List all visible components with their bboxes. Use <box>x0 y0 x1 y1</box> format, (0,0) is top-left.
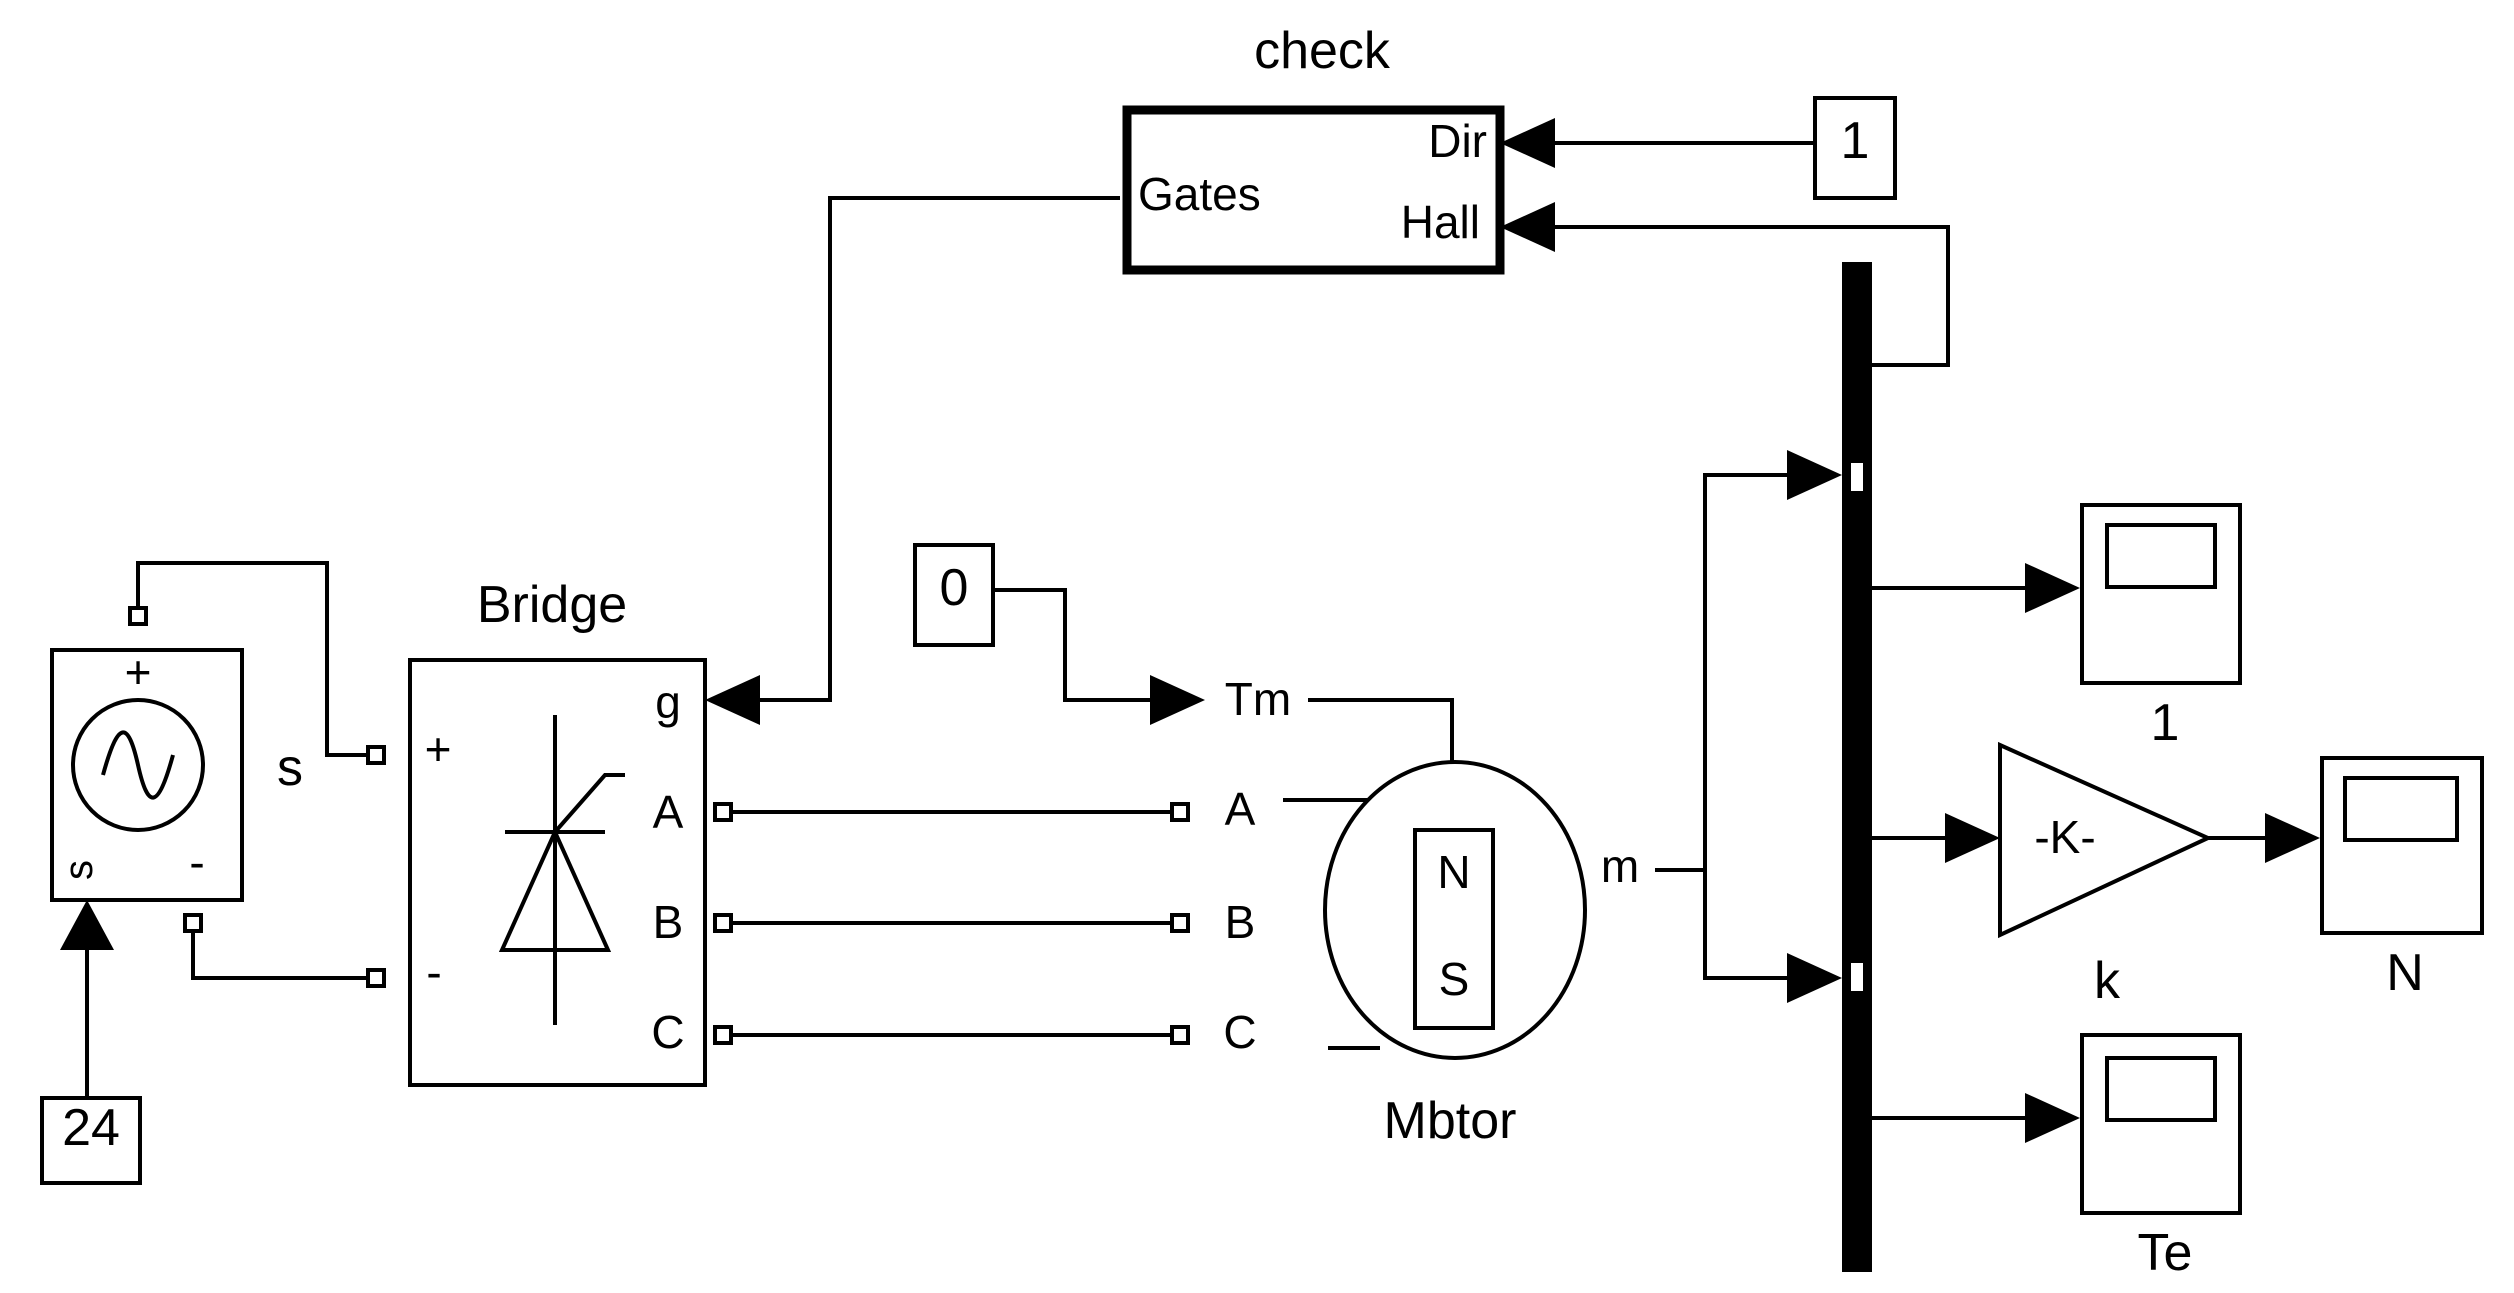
motor-port-m: m <box>1601 840 1639 892</box>
motor-title: Mbtor <box>1384 1092 1517 1150</box>
wire-tm-to-motor[interactable] <box>1308 698 1454 778</box>
bridge-terminal-minus[interactable] <box>366 968 386 988</box>
motor-mag-n: N <box>1437 846 1470 898</box>
sine-wave-icon <box>71 698 205 832</box>
wires <box>85 141 2265 1120</box>
constant-voltage-value: 24 <box>62 1099 120 1157</box>
gain-label: k <box>2094 952 2121 1010</box>
bridge-port-c: C <box>651 1006 684 1058</box>
demux-block[interactable] <box>1842 262 1872 1272</box>
demux-input-bottom <box>1849 961 1865 993</box>
source-minus: - <box>189 836 204 888</box>
scope-n-label: N <box>2386 944 2424 1002</box>
wire-m-out[interactable] <box>1655 473 1790 872</box>
arrow-to-dir <box>1500 118 1555 168</box>
arrow-to-scopeN <box>2265 813 2320 863</box>
constant-voltage-block[interactable]: 24 <box>40 1096 142 1185</box>
source-label: s <box>277 739 303 797</box>
motor-mag-s: S <box>1439 953 1470 1005</box>
constant-dir-value: 1 <box>1841 112 1870 170</box>
scope-1-label: 1 <box>2151 694 2180 752</box>
arrowheads <box>60 118 2320 1143</box>
arrow-to-gain <box>1945 813 2000 863</box>
check-port-dir: Dir <box>1428 115 1487 167</box>
motor-block[interactable]: N S Tm A B C m Mbtor <box>1170 673 1639 1150</box>
scope-te-block[interactable]: Te <box>2080 1033 2242 1282</box>
bridge-block[interactable]: Bridge + - g A B C <box>366 576 733 1087</box>
constant-tm-value: 0 <box>940 559 969 617</box>
arrow-to-scope1 <box>2025 563 2080 613</box>
demux-input-top <box>1849 461 1865 493</box>
wire-source-plus[interactable] <box>136 561 372 757</box>
arrow-to-demux-top <box>1787 450 1842 500</box>
bridge-terminal-b[interactable] <box>713 913 733 933</box>
check-port-gates: Gates <box>1138 168 1261 220</box>
scope-te-label: Te <box>2138 1224 2193 1282</box>
check-block[interactable]: check Dir Hall Gates <box>1122 22 1505 275</box>
bridge-port-g: g <box>655 676 681 728</box>
wire-gates-to-g[interactable] <box>760 196 1120 702</box>
bridge-terminal-a[interactable] <box>713 802 733 822</box>
demux-bar-icon <box>1842 262 1872 1272</box>
motor-port-tm: Tm <box>1225 673 1291 725</box>
wire-0-to-tm[interactable] <box>993 588 1160 702</box>
bridge-minus: - <box>426 946 441 998</box>
source-inner-s: s <box>57 860 101 880</box>
bridge-port-b: B <box>653 896 684 948</box>
gain-block[interactable]: -K- k <box>1998 741 2213 1010</box>
arrow-to-source <box>60 900 114 950</box>
constant-dir-block[interactable]: 1 <box>1813 96 1897 200</box>
gain-text: -K- <box>2034 811 2095 863</box>
source-plus: + <box>125 646 152 698</box>
bridge-port-a: A <box>653 786 684 838</box>
scope-1-block[interactable]: 1 <box>2080 503 2242 752</box>
check-port-hall: Hall <box>1401 196 1480 248</box>
arrow-to-g <box>705 675 760 725</box>
bridge-terminal-plus[interactable] <box>366 745 386 765</box>
scope-icon <box>2343 776 2459 842</box>
source-terminal-minus[interactable] <box>183 913 203 933</box>
voltage-source-block[interactable]: + - s s <box>50 606 303 933</box>
arrow-to-hall <box>1500 202 1555 252</box>
motor-terminal-b[interactable] <box>1170 913 1190 933</box>
scope-icon <box>2105 1056 2217 1122</box>
scope-icon <box>2105 523 2217 589</box>
bridge-title: Bridge <box>477 576 627 634</box>
motor-port-b: B <box>1225 896 1256 948</box>
check-title: check <box>1254 22 1391 80</box>
wire-demux-to-hall[interactable] <box>1555 225 1950 367</box>
bridge-plus: + <box>425 723 452 775</box>
arrow-to-tm <box>1150 675 1205 725</box>
motor-terminal-a[interactable] <box>1170 802 1190 822</box>
motor-terminal-c[interactable] <box>1170 1025 1190 1045</box>
gain-triangle-icon <box>1998 741 2213 939</box>
motor-port-c: C <box>1223 1006 1256 1058</box>
wire-source-minus[interactable] <box>191 932 372 980</box>
arrow-to-demux-bottom <box>1787 953 1842 1003</box>
magnet-icon <box>1413 828 1495 1030</box>
constant-tm-block[interactable]: 0 <box>913 543 995 647</box>
motor-port-a: A <box>1225 783 1256 835</box>
bridge-terminal-c[interactable] <box>713 1025 733 1045</box>
sine-wave-path <box>101 730 175 800</box>
arrow-to-scopeTe <box>2025 1093 2080 1143</box>
wire-m-branch[interactable] <box>1703 870 1790 980</box>
scope-n-block[interactable]: N <box>2320 756 2484 1002</box>
source-terminal-plus[interactable] <box>128 606 148 626</box>
thyristor-icon <box>498 715 625 1025</box>
